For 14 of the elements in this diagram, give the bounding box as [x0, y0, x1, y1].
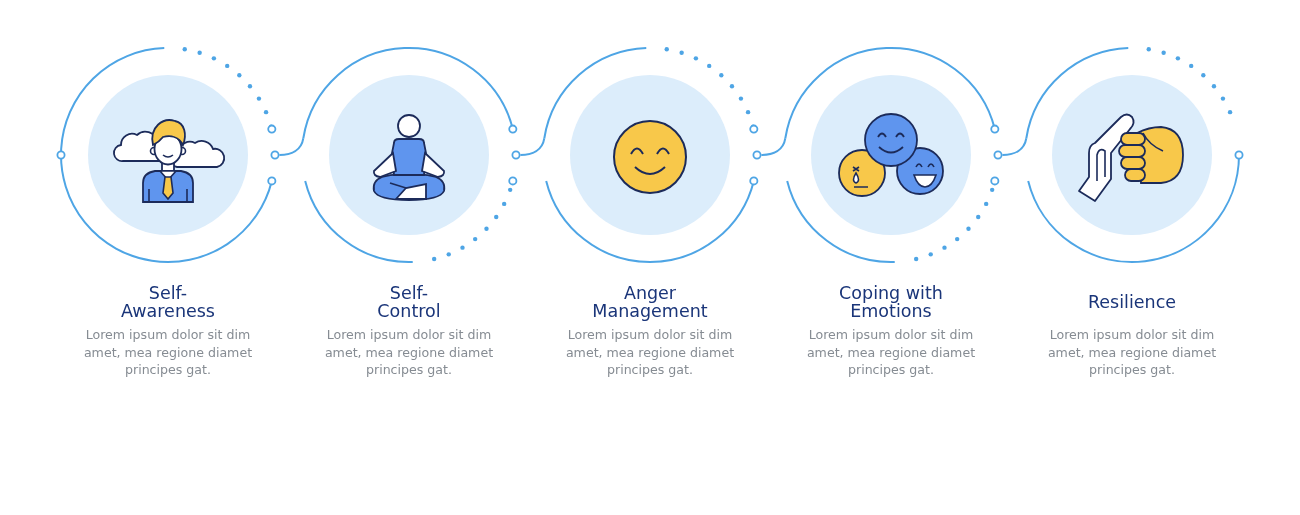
step-description: Lorem ipsum dolor sit dim amet, mea regione diamet principes gat. — [82, 326, 254, 379]
connector-line — [519, 137, 546, 156]
connector-line — [760, 137, 787, 156]
step-description: Lorem ipsum dolor sit dim amet, mea regione diamet principes gat. — [323, 326, 495, 379]
step-title: Resilience — [1087, 293, 1177, 311]
step-title: Coping with Emotions — [838, 284, 944, 320]
step-title: Self-Control — [376, 284, 442, 320]
step-description: Lorem ipsum dolor sit dim amet, mea regione diamet principes gat. — [564, 326, 736, 379]
step-title: Self-Awareness — [120, 284, 216, 320]
step-title: Anger Management — [591, 284, 709, 320]
step-description: Lorem ipsum dolor sit dim amet, mea regione diamet principes gat. — [805, 326, 977, 379]
connector-line — [278, 137, 305, 156]
connector-line — [1001, 137, 1028, 156]
step-description: Lorem ipsum dolor sit dim amet, mea regione diamet principes gat. — [1046, 326, 1218, 379]
